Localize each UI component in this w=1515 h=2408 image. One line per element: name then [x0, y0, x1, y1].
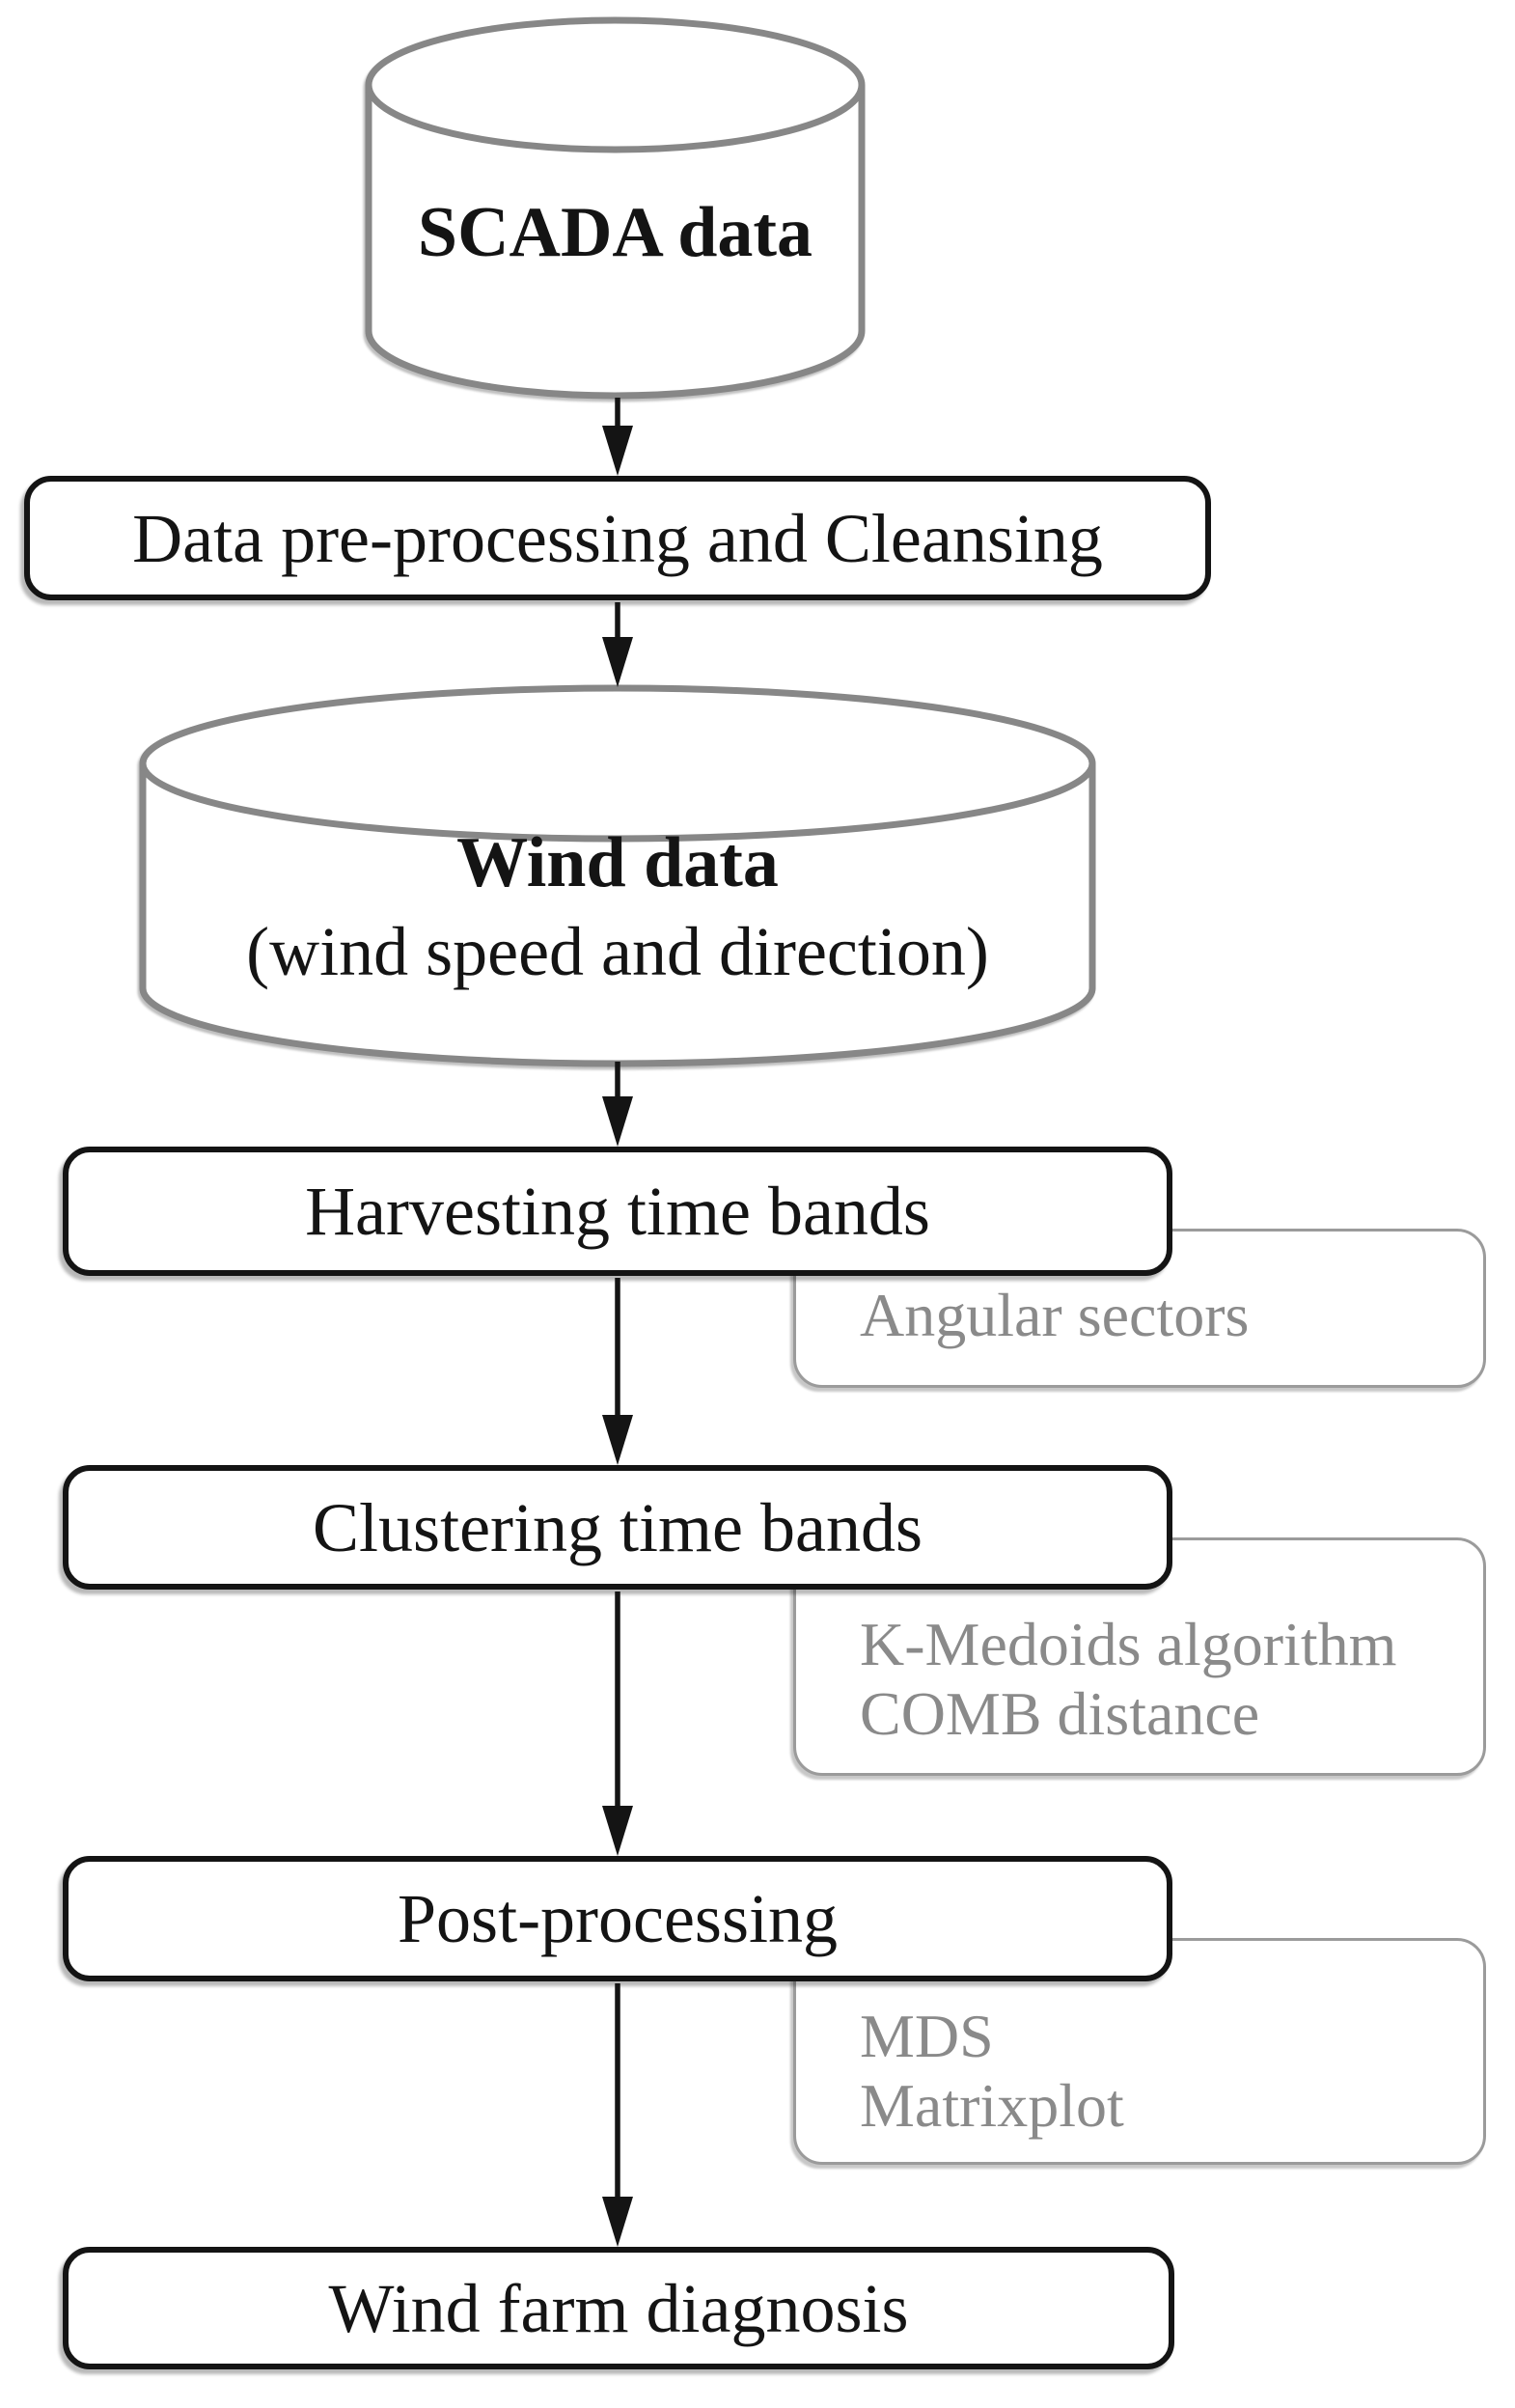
database-cylinder-icon — [139, 684, 1096, 1067]
node-preprocessing-label: Data pre-processing and Cleansing — [132, 499, 1103, 577]
node-wind-data-sublabel: (wind speed and direction) — [246, 913, 989, 990]
node-scada-cylinder — [363, 14, 868, 401]
annotation-kmedoids-line1: K-Medoids algorithm — [860, 1609, 1397, 1678]
node-preprocessing: Data pre-processing and Cleansing — [24, 476, 1211, 600]
node-harvesting-label: Harvesting time bands — [305, 1173, 930, 1250]
node-clustering-label: Clustering time bands — [313, 1488, 923, 1566]
node-diagnosis: Wind farm diagnosis — [63, 2247, 1174, 2369]
node-scada-label: SCADA data — [417, 193, 813, 272]
node-wind-data-label-block: Wind data (wind speed and direction) — [137, 818, 1098, 996]
annotation-mds-line2: Matrixplot — [860, 2070, 1124, 2140]
arrow-scada-to-preprocessing — [602, 398, 633, 476]
arrow-preprocessing-to-wind-data — [602, 602, 633, 687]
arrow-wind-data-to-harvesting — [602, 1062, 633, 1147]
database-cylinder-icon — [365, 16, 866, 400]
node-wind-data-cylinder — [137, 682, 1098, 1069]
annotation-mds-line1: MDS — [860, 2001, 994, 2070]
node-clustering: Clustering time bands — [63, 1465, 1172, 1590]
node-post-processing: Post-processing — [63, 1856, 1172, 1981]
node-wind-data-label: Wind data — [456, 823, 779, 902]
node-harvesting: Harvesting time bands — [63, 1147, 1172, 1276]
annotation-angular-sectors-line: Angular sectors — [860, 1280, 1250, 1349]
node-diagnosis-label: Wind farm diagnosis — [328, 2269, 909, 2347]
arrow-harvesting-to-clustering — [602, 1278, 633, 1465]
arrow-clustering-to-post-processing — [602, 1591, 633, 1856]
arrow-post-processing-to-diagnosis — [602, 1983, 633, 2247]
annotation-kmedoids-line2: COMB distance — [860, 1678, 1260, 1748]
node-post-processing-label: Post-processing — [398, 1880, 838, 1957]
